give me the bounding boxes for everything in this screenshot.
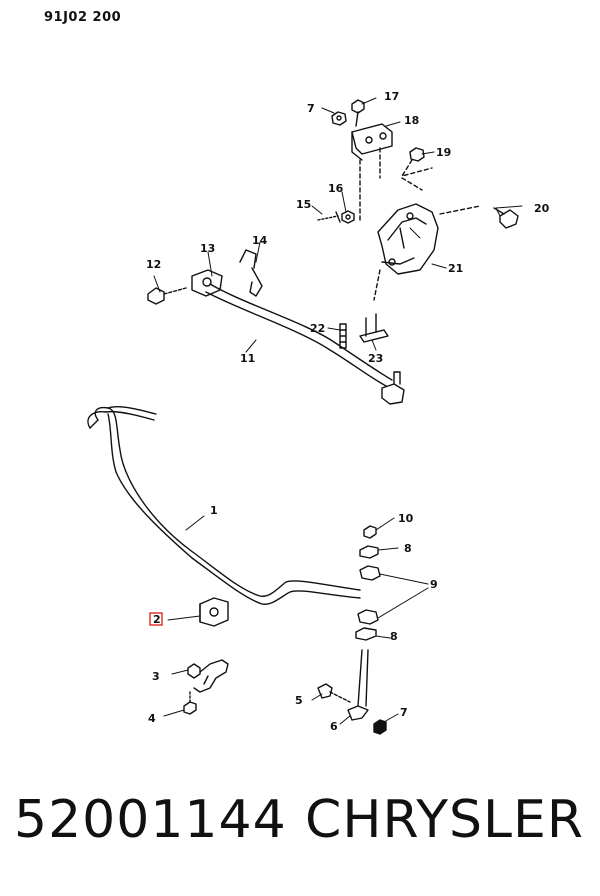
- bolt-15-part: [317, 211, 341, 223]
- callout-labels: 1 2 3 4 5 6 7 7 8 8 9 10 11 12 13 14 15 …: [146, 90, 550, 733]
- callout-9: 9: [430, 578, 438, 591]
- bolt-4-part: [183, 691, 197, 715]
- bolt-20-part: [439, 205, 519, 229]
- bushing-9-upper-part: [359, 565, 381, 581]
- leader-lines: [153, 97, 523, 725]
- nut-top-7-part: [331, 111, 347, 126]
- callout-11: 11: [240, 352, 255, 365]
- bolt-5-part: [317, 683, 351, 703]
- callout-12: 12: [146, 258, 161, 271]
- callout-13: 13: [200, 242, 215, 255]
- exploded-parts-diagram: 1 2 3 4 5 6 7 7 8 8 9 10 11 12 13 14 15 …: [87, 90, 550, 735]
- callout-5: 5: [295, 694, 303, 707]
- nut-7-bottom-part: [373, 719, 387, 735]
- callout-14: 14: [252, 234, 268, 247]
- callout-3: 3: [152, 670, 160, 683]
- callout-23: 23: [368, 352, 383, 365]
- callout-17: 17: [384, 90, 399, 103]
- end-link-assembly: [317, 525, 387, 735]
- callout-4: 4: [148, 712, 156, 725]
- clip-14-part: [239, 249, 263, 297]
- brand-name: CHRYSLER: [305, 790, 584, 850]
- callout-15: 15: [296, 198, 311, 211]
- part-number: 52001144: [14, 790, 287, 850]
- washer-8-upper-part: [359, 545, 379, 559]
- bushing-2-part: [199, 597, 229, 627]
- callout-2-highlight-box: [149, 612, 163, 626]
- washer-8-lower-part: [355, 627, 377, 641]
- callout-7-top: 7: [307, 102, 315, 115]
- bolt-12-part: [147, 287, 187, 305]
- washer-16-part: [341, 210, 355, 224]
- stabilizer-bar-1-part: [87, 405, 361, 605]
- callout-22: 22: [310, 322, 325, 335]
- callout-16: 16: [328, 182, 344, 195]
- callout-10: 10: [398, 512, 414, 525]
- callout-21: 21: [448, 262, 463, 275]
- callout-8-upper: 8: [404, 542, 412, 555]
- clamp-3-part: [187, 659, 229, 693]
- callout-6: 6: [330, 720, 338, 733]
- bushing-9-lower-part: [357, 609, 379, 625]
- bolt-17-part: [351, 99, 365, 127]
- mount-bracket-21-part: [377, 203, 439, 275]
- callout-20: 20: [534, 202, 550, 215]
- callout-8-lower: 8: [390, 630, 398, 643]
- callout-1: 1: [210, 504, 218, 517]
- footer: 52001144 CHRYSLER: [0, 790, 600, 870]
- track-bar-assembly: [147, 249, 405, 405]
- upper-assembly: [317, 99, 519, 301]
- bracket-18-part: [351, 123, 393, 161]
- callout-19: 19: [436, 146, 451, 159]
- callout-2: 2: [153, 613, 161, 626]
- nut-19-part: [409, 147, 425, 162]
- track-bar-11-part: [205, 291, 387, 387]
- stud-22-part: [339, 323, 347, 349]
- nut-10-part: [363, 525, 377, 539]
- studs-23-part: [359, 313, 389, 343]
- callout-18: 18: [404, 114, 419, 127]
- callout-7-bottom: 7: [400, 706, 408, 719]
- diagram-reference-code: 91J02 200: [44, 10, 122, 25]
